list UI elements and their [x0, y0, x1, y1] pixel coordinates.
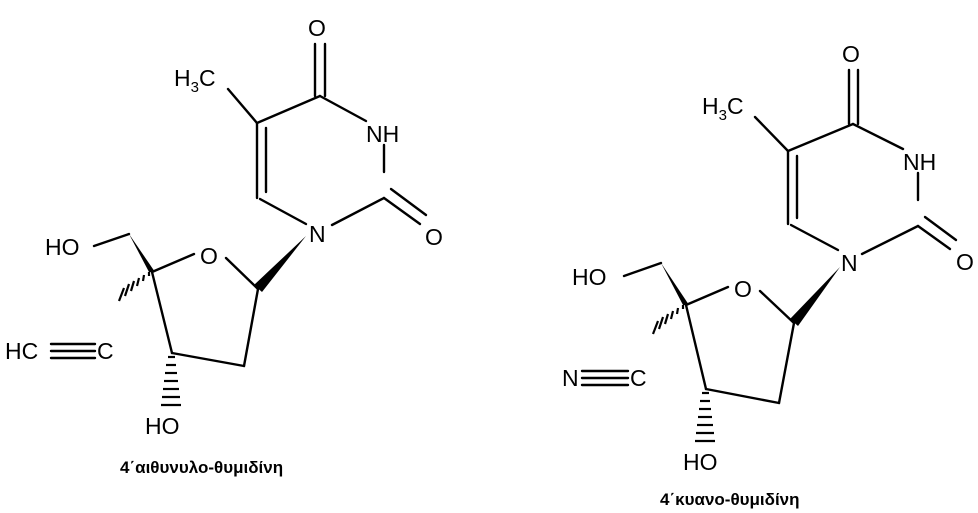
bond-c1-ring-o [224, 256, 260, 291]
bond-c3p-c4p [684, 303, 708, 391]
bond-n1-c6 [789, 223, 840, 252]
bond-c1-c2p [242, 287, 260, 368]
methyl-label: H3C [174, 65, 216, 96]
methyl-subscript: 3 [719, 107, 727, 124]
bond-c4-n3 [851, 122, 905, 151]
bond-c3p-c4p [150, 270, 174, 355]
methyl-subscript: 3 [191, 79, 199, 96]
bond-c4-n3 [318, 94, 368, 123]
ho3-o: O [162, 413, 180, 439]
methyl-c: C [199, 65, 216, 91]
bond-n1-c6 [258, 197, 308, 226]
label-ho5: HO [45, 234, 80, 260]
wedge-c4p-c5p [129, 234, 155, 272]
label-ho3: HO [683, 449, 718, 475]
wedge-c4p-c5p [661, 263, 689, 305]
atom-o4: O [308, 15, 326, 41]
atom-nh3: NH [903, 149, 936, 175]
label-ho3: HO [145, 413, 180, 439]
ho5-o: O [62, 234, 80, 260]
wedge-c1-n1 [790, 267, 840, 326]
bond-c2-n1 [860, 224, 920, 256]
bond-c5-c4 [786, 122, 855, 153]
methyl-label: H3C [702, 93, 744, 124]
bond-c2-o2-double [389, 187, 428, 217]
atom-o4: O [842, 41, 860, 67]
hash-c4p-ethynyl [117, 272, 151, 302]
atom-n1: N [841, 250, 858, 276]
label-nitrile-c: C [630, 365, 647, 391]
caption-ethynyl-thymidine: 4΄αιθυνυλο-θυμιδίνη [120, 458, 283, 477]
atom-ring-o: O [200, 243, 218, 269]
bond-c2p-c3p [170, 351, 246, 368]
bond-c2-n1 [330, 196, 386, 227]
label-alkyne-c: C [97, 338, 114, 364]
ho5-h: H [45, 234, 62, 260]
bond-c2p-c3p [704, 387, 781, 405]
thymine-ring-bonds-2 [753, 68, 958, 256]
label-n: N [562, 365, 579, 391]
sugar-ring-bonds-1 [49, 232, 306, 407]
ho5-o: O [589, 264, 607, 290]
bond-c5p-o5 [622, 261, 663, 278]
ho3-h: H [683, 449, 700, 475]
bond-ring-o-c4p [684, 285, 730, 307]
hash-c3p-o3 [161, 355, 181, 407]
ho3-h: H [145, 413, 162, 439]
atom-labels-2: O NH O N H3C O HO N C HO [562, 41, 974, 475]
bond-c2-o2 [916, 224, 952, 251]
ho5-h: H [572, 264, 589, 290]
methyl-c: C [727, 93, 744, 119]
label-ho5: HO [572, 264, 607, 290]
hash-c3p-o3 [695, 391, 715, 443]
molecule-cyano-thymidine: O NH O N H3C O HO N C HO 4΄κυανο-θυμιδίν… [562, 41, 974, 509]
atom-labels-1: O NH O N H3C O HO HC C HO [5, 15, 443, 439]
atom-ring-o: O [734, 276, 752, 302]
bond-c2-o2 [382, 196, 422, 226]
bond-c5-c4 [255, 94, 322, 125]
caption-cyano-thymidine: 4΄κυανο-θυμιδίνη [660, 490, 800, 509]
wedge-c1-n1 [254, 236, 306, 292]
bond-c1-ring-o [758, 289, 796, 325]
molecule-ethynyl-thymidine: O NH O N H3C O HO HC C HO 4΄αιθυνυλο-θυμ… [5, 15, 443, 477]
atom-n1: N [309, 221, 326, 247]
bond-c5-methyl [753, 115, 790, 153]
methyl-h: H [174, 65, 191, 91]
atom-nh3: NH [366, 121, 399, 147]
methyl-h: H [702, 93, 719, 119]
label-hc: HC [5, 338, 38, 364]
atom-o2: O [956, 249, 974, 275]
thymine-ring-bonds-1 [226, 42, 428, 227]
bond-c2-o2-double [923, 215, 958, 242]
bond-c5p-o5 [92, 232, 131, 248]
sugar-ring-bonds-2 [580, 261, 840, 443]
atom-o2: O [425, 224, 443, 250]
ho3-o: O [700, 449, 718, 475]
bond-c5-methyl [226, 87, 259, 125]
hash-c4p-cyano [651, 305, 685, 335]
bond-c1-c2p [777, 321, 796, 405]
bond-ring-o-c4p [150, 252, 196, 274]
